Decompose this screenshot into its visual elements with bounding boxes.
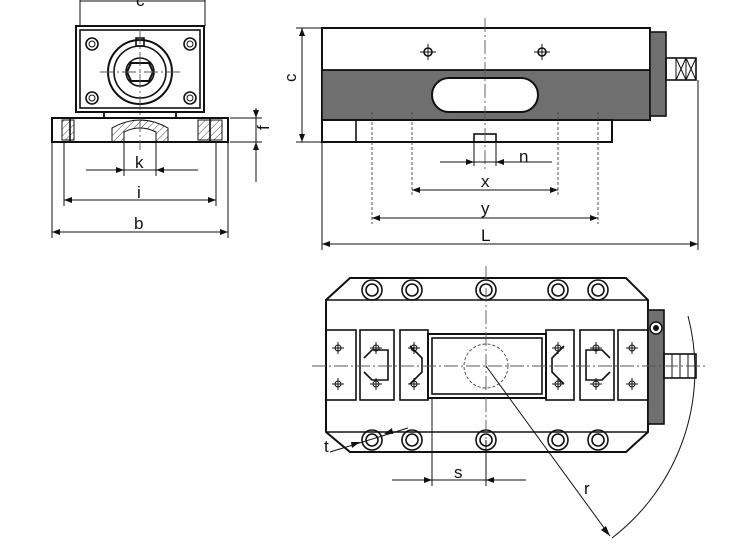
dim-label-i: i [137,183,141,202]
bolt-icon [547,429,569,451]
svg-text:c: c [136,0,145,10]
dim-label-b: b [134,214,143,233]
bolt-icon [587,279,609,301]
bolt-icon [183,91,197,105]
bolt-row-top [361,279,609,301]
bolt-row-bottom [361,429,609,451]
dim-label-f: f [254,125,273,130]
dim-label-k: k [135,153,144,172]
bolt-icon [361,279,383,301]
bolt-icon [547,279,569,301]
hole-markers [332,342,638,390]
dim-label-r: r [584,479,590,498]
bolt-icon [420,44,436,60]
top-view: s t r [312,266,706,539]
bolt-icon [183,37,197,51]
dim-label-n: n [519,147,528,166]
bolt-icon [534,44,550,60]
dim-label-x: x [481,172,490,191]
dim-label-L: L [481,226,490,245]
dim-label-t: t [324,437,329,456]
bolt-icon [401,279,423,301]
end-view: c [51,0,273,238]
bolt-icon [361,429,383,451]
dim-label-s: s [454,463,463,482]
bolt-icon [587,429,609,451]
dim-label-c: c [281,73,300,82]
dim-label-y: y [481,199,490,218]
bolt-icon [401,429,423,451]
bolt-icon [85,37,99,51]
bolt-icon [85,91,99,105]
jaw-segments [325,329,649,401]
front-view: c n x y L [281,18,699,250]
